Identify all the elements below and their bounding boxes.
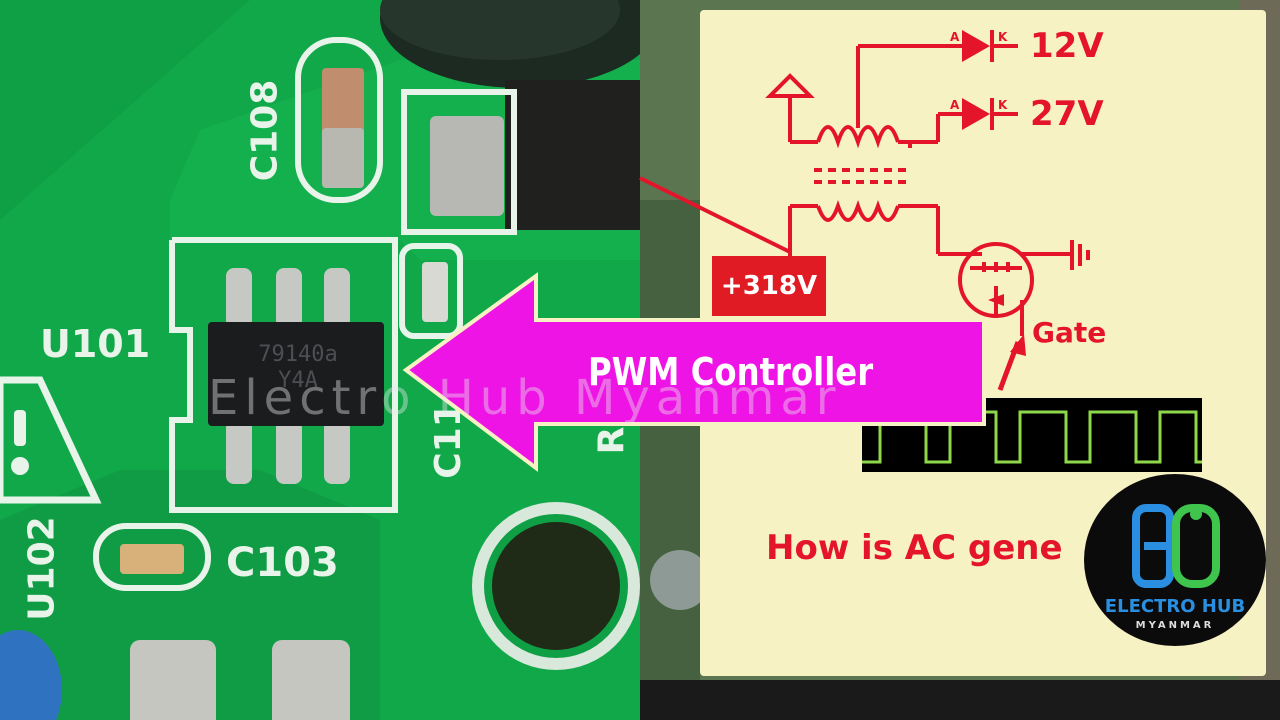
diode-12v-anode-label: A — [950, 30, 960, 44]
caption-text: How is AC gene — [766, 528, 1063, 568]
watermark-text: Electro Hub Myanmar — [208, 370, 842, 426]
diode-27v-anode-label: A — [950, 98, 960, 112]
pwm-waveform — [862, 410, 1202, 464]
logo-line1: ELECTRO HUB — [1104, 596, 1246, 617]
diode-27v-cathode-label: K — [998, 98, 1008, 112]
channel-logo: ELECTRO HUB MYANMAR — [1084, 474, 1266, 646]
label-c103: C103 — [226, 540, 339, 586]
logo-line2: MYANMAR — [1135, 620, 1215, 631]
pcb-photo: C108 U101 C103 U102 C11 R 79140a Y4A — [0, 0, 640, 720]
output-27v-label: 27V — [1030, 94, 1104, 134]
gate-label: Gate — [1032, 316, 1107, 349]
logo-emblem — [1132, 504, 1220, 588]
bottom-device-edge — [640, 680, 1280, 720]
label-u101: U101 — [40, 322, 151, 366]
chip-marking-line1: 79140a — [258, 342, 338, 367]
chip-marking: 79140a Y4A — [228, 342, 368, 394]
pcb-artwork — [0, 0, 640, 720]
pwm-controller-label: PWM Controller — [588, 350, 874, 394]
input-voltage-badge: +318V — [712, 256, 826, 316]
pwm-waveform-display — [862, 398, 1202, 472]
chip-marking-line2: Y4A — [278, 368, 318, 393]
output-12v-label: 12V — [1030, 26, 1104, 66]
diode-12v-cathode-label: K — [998, 30, 1008, 44]
